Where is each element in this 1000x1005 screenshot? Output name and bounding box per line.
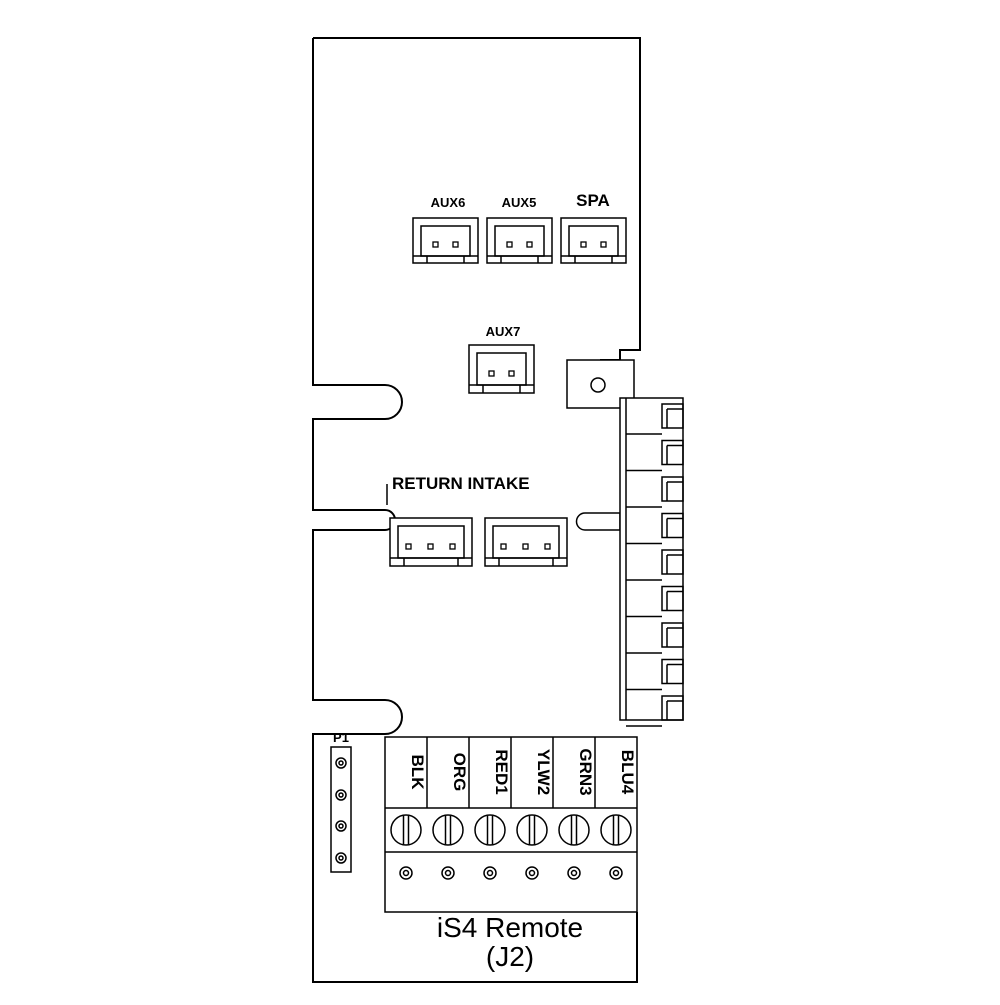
terminal-rivet (567, 866, 581, 880)
return-connector (389, 517, 473, 567)
mounting-hole (590, 377, 606, 393)
main-connector-slot (626, 622, 684, 654)
terminal-rivet (525, 866, 539, 880)
board-title: iS4 Remote (437, 912, 583, 943)
p1-pin-2 (335, 789, 347, 801)
p1-header (330, 746, 352, 873)
main-connector-slot (626, 476, 684, 508)
aux7-connector (468, 344, 535, 394)
terminal-screw (474, 814, 506, 846)
terminal-label-blk: BLK (408, 755, 427, 791)
terminal-label-grn3: GRN3 (576, 748, 595, 795)
terminal-label-org: ORG (450, 753, 469, 792)
terminal-label-red1: RED1 (492, 749, 511, 794)
main-connector-slot (626, 695, 684, 727)
main-connector-slot (626, 512, 684, 545)
mounting-tab (566, 359, 635, 409)
main-connector-slot (626, 549, 684, 581)
p1-label: P1 (333, 730, 349, 745)
terminal-rivet (399, 866, 413, 880)
aux7-label: AUX7 (486, 324, 521, 339)
terminal-screw (600, 814, 632, 846)
terminal-screw (558, 814, 590, 846)
p1-pin-3 (335, 820, 347, 832)
terminal-screw (516, 814, 548, 846)
terminal-screw (432, 814, 464, 846)
terminal-label-blu4: BLU4 (618, 750, 637, 795)
aux6-label: AUX6 (431, 195, 466, 210)
p1-pin-4 (335, 852, 347, 864)
main-side-connector (619, 397, 684, 727)
terminal-rivet (483, 866, 497, 880)
spa-label: SPA (576, 191, 610, 210)
main-connector-slot (626, 658, 684, 691)
spa-connector (560, 217, 627, 264)
intake-connector (484, 517, 568, 567)
main-connector-slot (626, 585, 684, 618)
aux5-connector (486, 217, 553, 264)
main-connector-slot (626, 439, 684, 472)
terminal-rivet (609, 866, 623, 880)
main-connector-slot (626, 403, 684, 435)
terminal-screw (390, 814, 422, 846)
aux5-label: AUX5 (502, 195, 537, 210)
connector-peg (575, 512, 621, 531)
board-subtitle: (J2) (486, 941, 534, 972)
aux6-connector (412, 217, 479, 264)
return-intake-label: RETURN INTAKE (392, 474, 530, 493)
terminal-block: BLK ORG RED1 YLW2 GRN3 BLU4 (384, 736, 638, 913)
terminal-rivet (441, 866, 455, 880)
p1-pin-1 (335, 757, 347, 769)
terminal-label-ylw2: YLW2 (534, 749, 553, 795)
